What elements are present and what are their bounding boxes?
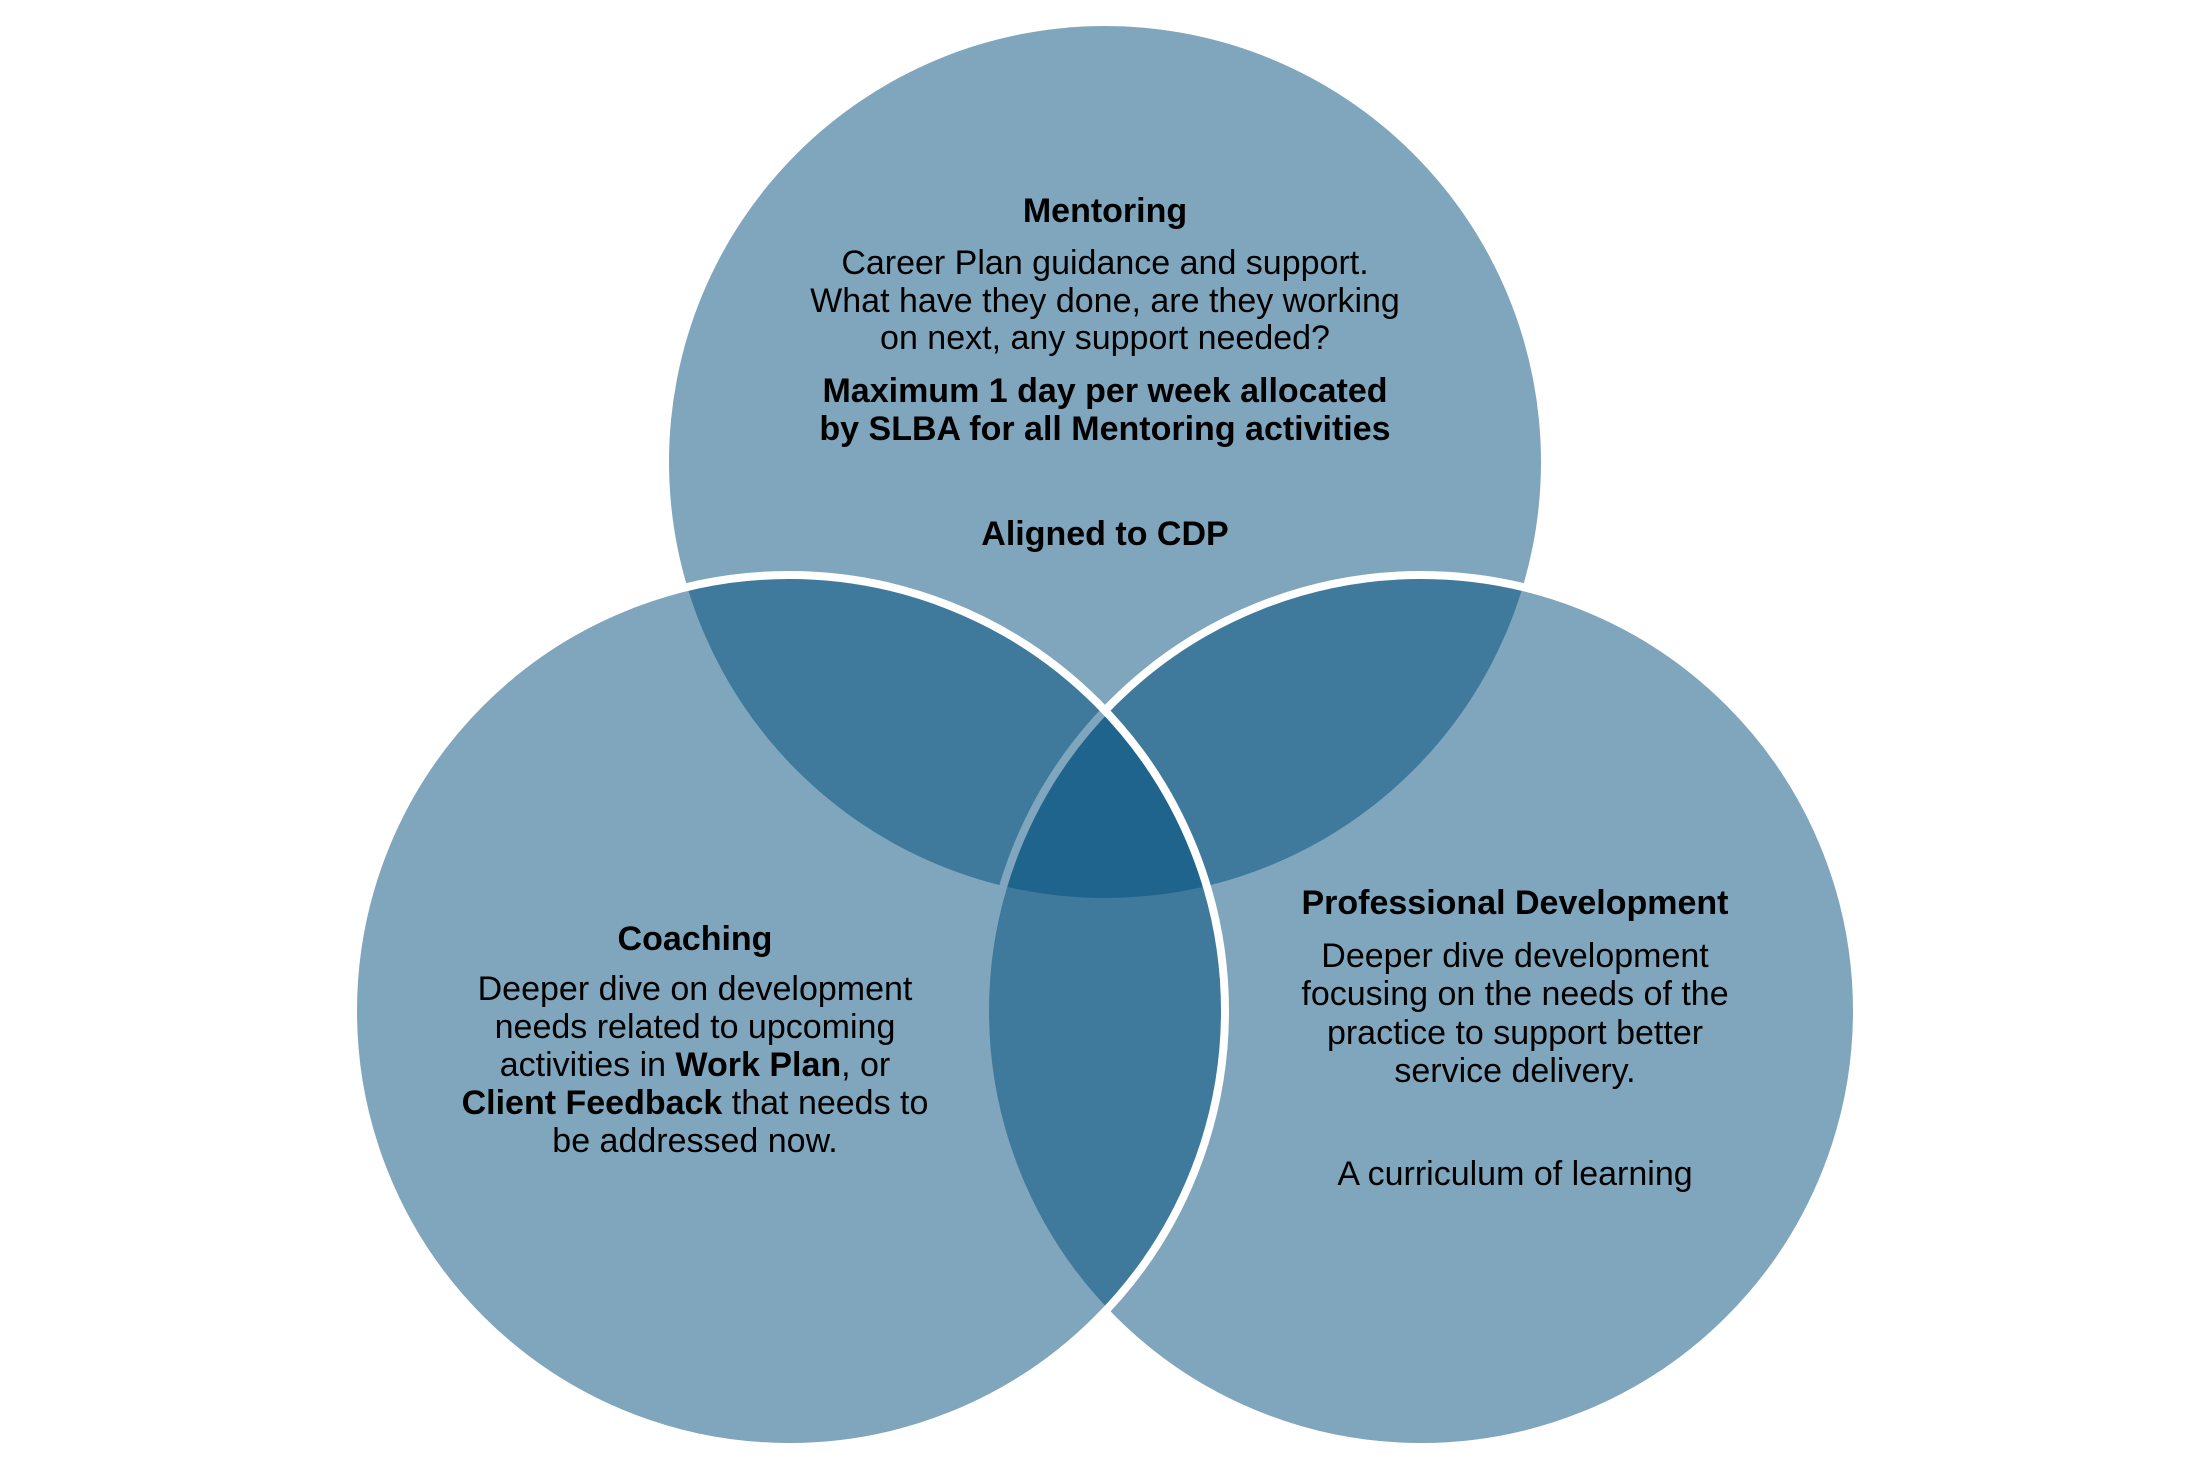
mentoring-body-line: What have they done, are they working	[810, 282, 1400, 320]
mentoring-emphasis-line: Maximum 1 day per week allocated	[822, 372, 1387, 410]
mentoring-footer: Aligned to CDP	[981, 515, 1228, 553]
professional-development-body-line: practice to support better	[1327, 1014, 1703, 1052]
coaching-body-line: Client Feedback that needs to	[462, 1084, 929, 1122]
professional-development-text-block: Professional Development Deeper dive dev…	[1301, 884, 1728, 1193]
coaching-circle	[349, 571, 1229, 1451]
mentoring-text-block: Mentoring Career Plan guidance and suppo…	[810, 192, 1400, 553]
coaching-title: Coaching	[618, 920, 773, 958]
coaching-body-line: needs related to upcoming	[495, 1008, 896, 1046]
coaching-body-line: activities in Work Plan, or	[500, 1046, 891, 1084]
professional-development-body-line: Deeper dive development	[1321, 937, 1709, 975]
professional-development-title: Professional Development	[1301, 884, 1728, 922]
professional-development-body-line: service delivery.	[1394, 1052, 1635, 1090]
professional-development-footer: A curriculum of learning	[1337, 1155, 1692, 1193]
professional-development-body-line: focusing on the needs of the	[1301, 975, 1728, 1013]
coaching-line4-suffix: that needs to	[722, 1084, 928, 1122]
coaching-line3-text: activities in	[500, 1046, 676, 1084]
coaching-body-line: Deeper dive on development	[478, 970, 913, 1008]
coaching-body-line: be addressed now.	[552, 1122, 837, 1160]
mentoring-title: Mentoring	[1023, 192, 1187, 230]
client-feedback-emphasis: Client Feedback	[462, 1084, 723, 1122]
coaching-text-block: Coaching Deeper dive on development need…	[462, 920, 929, 1160]
mentoring-emphasis-line: by SLBA for all Mentoring activities	[819, 410, 1390, 448]
work-plan-emphasis: Work Plan	[675, 1046, 841, 1084]
mentoring-body-line: Career Plan guidance and support.	[841, 244, 1368, 282]
mentoring-body-line: on next, any support needed?	[880, 319, 1330, 357]
coaching-line3-suffix: , or	[841, 1046, 890, 1084]
